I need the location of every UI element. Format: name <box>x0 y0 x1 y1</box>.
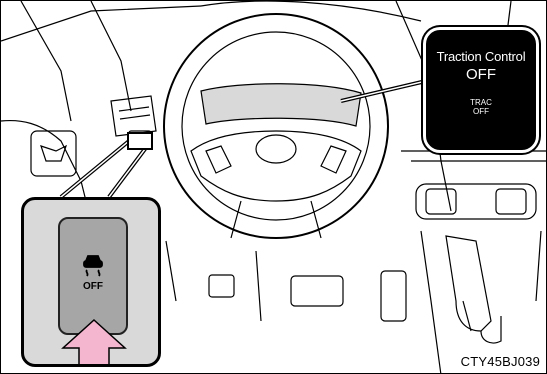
display-message-line2: OFF <box>429 66 533 84</box>
vsc-off-switch-callout: OFF <box>21 197 161 367</box>
trac-indicator-line1: TRAC <box>429 98 533 107</box>
switch-off-label: OFF <box>60 281 126 292</box>
display-message-line1: Traction Control <box>429 49 533 64</box>
press-arrow-icon <box>59 318 129 367</box>
vehicle-skid-icon <box>81 253 105 279</box>
trac-indicator-line2: OFF <box>429 107 533 116</box>
traction-control-display-callout: Traction Control OFF TRAC OFF <box>426 30 536 150</box>
figure-code: CTY45BJ039 <box>461 354 540 369</box>
